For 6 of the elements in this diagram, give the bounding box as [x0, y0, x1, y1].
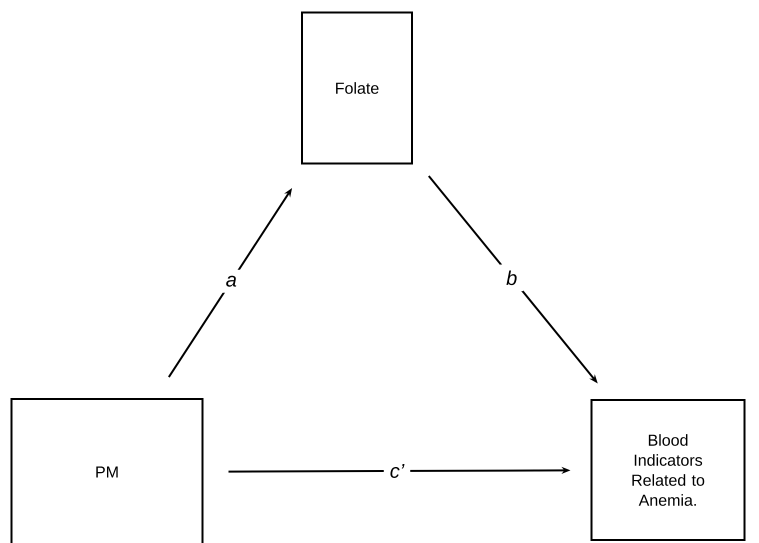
edge-label: b	[500, 264, 524, 292]
box: Folate	[301, 12, 413, 164]
edge-label: c’	[384, 458, 410, 484]
box: Blood Indicators Related to Anemia.	[590, 399, 746, 541]
box: PM	[10, 398, 204, 543]
edge-label: a	[220, 270, 243, 293]
